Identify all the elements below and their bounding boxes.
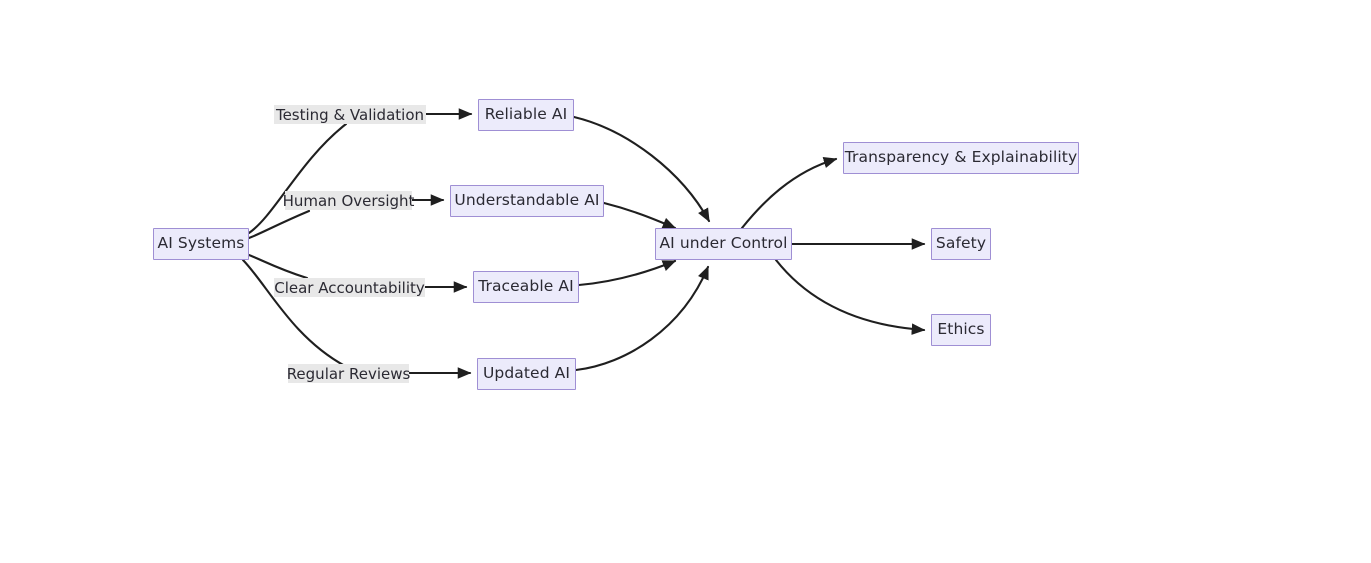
- edge-label-human-oversight: Human Oversight: [282, 191, 415, 210]
- edge-label-clear-accountability: Clear Accountability: [274, 278, 425, 297]
- node-understandable-ai[interactable]: Understandable AI: [450, 185, 604, 217]
- edge-ai-systems-reliable-ai-a: [247, 122, 348, 235]
- edge-label-regular-reviews: Regular Reviews: [286, 364, 411, 383]
- node-traceable-ai[interactable]: Traceable AI: [473, 271, 579, 303]
- node-ai-under-control[interactable]: AI under Control: [655, 228, 792, 260]
- edge-ai-systems-traceable-ai-a: [247, 253, 309, 280]
- node-ethics[interactable]: Ethics: [931, 314, 991, 346]
- edge-updated-ai-control: [574, 265, 710, 372]
- node-updated-ai[interactable]: Updated AI: [477, 358, 576, 390]
- edge-ai-systems-updated-ai-a: [241, 258, 347, 368]
- node-safety[interactable]: Safety: [931, 228, 991, 260]
- edge-traceable-ai-control: [577, 259, 677, 287]
- edge-label-testing-validation: Testing & Validation: [274, 105, 426, 124]
- node-reliable-ai[interactable]: Reliable AI: [478, 99, 574, 131]
- edge-understandable-ai-control: [602, 201, 677, 230]
- node-ai-systems[interactable]: AI Systems: [153, 228, 249, 260]
- edge-control-transparency: [740, 156, 838, 230]
- edge-ai-systems-understandable-ai-a: [247, 209, 311, 240]
- edge-reliable-ai-control: [572, 115, 711, 223]
- edge-control-ethics: [774, 258, 926, 335]
- node-transparency-explainability[interactable]: Transparency & Explainability: [843, 142, 1079, 174]
